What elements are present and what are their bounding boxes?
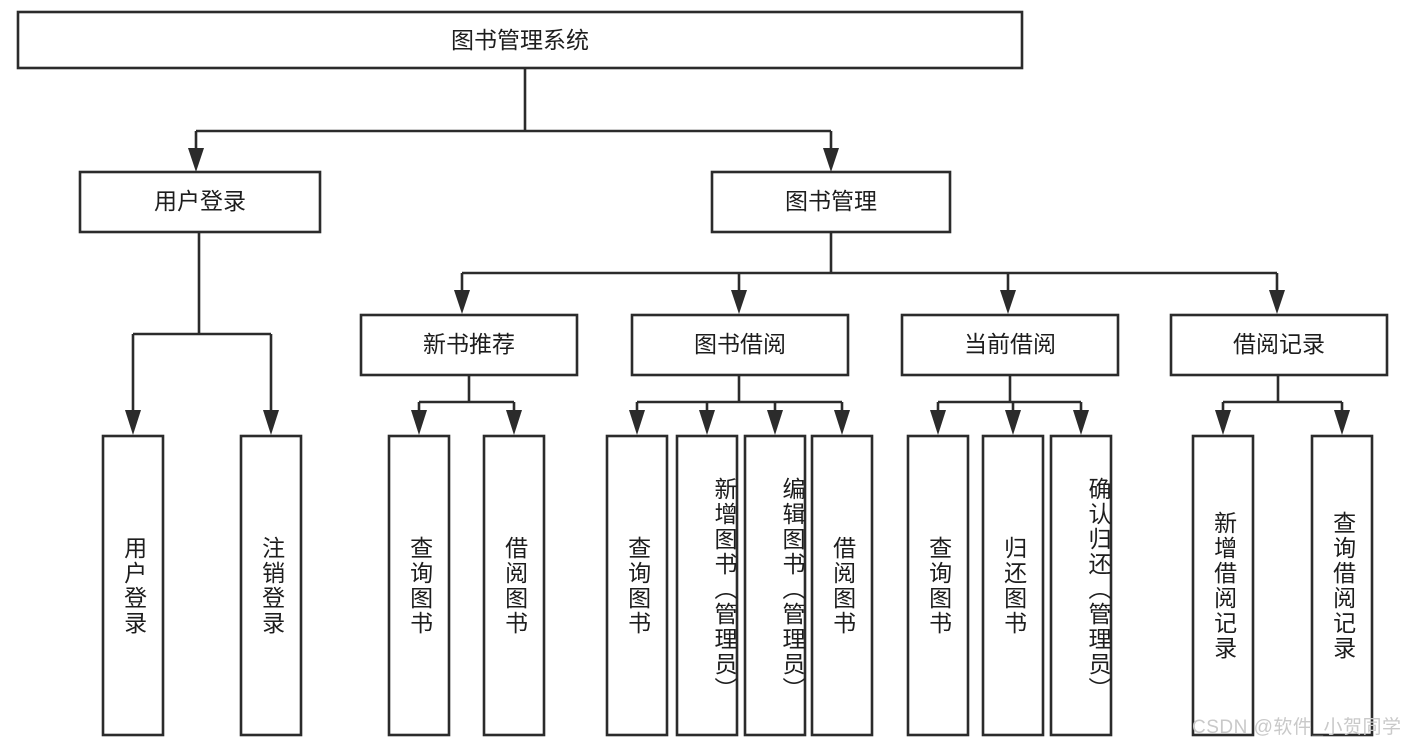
arrow-to-current-borrow bbox=[1000, 290, 1016, 314]
connectors-borrow-record-to-leaves bbox=[1215, 375, 1350, 435]
node-user-login-label: 用户登录 bbox=[154, 188, 246, 214]
connectors-book-borrow-to-leaves bbox=[629, 375, 850, 435]
leaf-box-user-login[interactable] bbox=[101, 434, 165, 737]
node-user-login[interactable]: 用户登录 bbox=[78, 170, 322, 234]
node-current-borrow[interactable]: 当前借阅 bbox=[900, 313, 1120, 377]
leaf-box-add-book[interactable] bbox=[675, 434, 739, 737]
arrow-to-leaf-query-book-1 bbox=[411, 410, 427, 435]
arrow-to-leaf-user-login bbox=[125, 410, 141, 435]
leaf-box-return-book[interactable] bbox=[981, 434, 1045, 737]
leaf-label-add-record: 新增借阅记录 bbox=[1210, 510, 1237, 661]
node-new-book-rec-label: 新书推荐 bbox=[423, 331, 515, 357]
node-borrow-record-label: 借阅记录 bbox=[1233, 331, 1325, 357]
arrow-to-new-book-rec bbox=[454, 290, 470, 314]
leaf-box-add-record[interactable] bbox=[1191, 434, 1255, 737]
leaf-box-logout-login[interactable] bbox=[239, 434, 303, 737]
arrow-to-leaf-borrow-book-2 bbox=[834, 410, 850, 435]
leaf-label-borrow-book-2: 借阅图书 bbox=[829, 535, 856, 636]
node-root-box[interactable] bbox=[16, 10, 1024, 70]
node-user-login-box[interactable] bbox=[78, 170, 322, 234]
node-root[interactable]: 图书管理系统 bbox=[16, 10, 1024, 70]
arrow-to-leaf-borrow-book-1 bbox=[506, 410, 522, 435]
node-current-borrow-box[interactable] bbox=[900, 313, 1120, 377]
connectors-user-login-to-leaves bbox=[125, 232, 279, 435]
leaf-label-query-book-1: 查询图书 bbox=[406, 535, 433, 636]
arrow-to-leaf-return-book bbox=[1005, 410, 1021, 435]
leaf-box-query-book-3[interactable] bbox=[906, 434, 970, 737]
node-book-manage[interactable]: 图书管理 bbox=[710, 170, 952, 234]
arrow-to-leaf-query-record bbox=[1334, 410, 1350, 435]
arrow-to-leaf-query-book-3 bbox=[930, 410, 946, 435]
arrow-to-leaf-confirm-return bbox=[1073, 410, 1089, 435]
leaf-label-query-record: 查询借阅记录 bbox=[1329, 510, 1356, 661]
connectors-new-book-rec-to-leaves bbox=[411, 375, 522, 435]
leaf-label-confirm-return: 确认归还（管理员） bbox=[1085, 477, 1111, 702]
connectors-root-to-level2 bbox=[188, 68, 839, 172]
node-borrow-record-box[interactable] bbox=[1169, 313, 1389, 377]
node-book-manage-label: 图书管理 bbox=[785, 188, 877, 214]
leaf-label-user-login: 用户登录 bbox=[120, 535, 147, 636]
arrow-to-leaf-edit-book bbox=[767, 410, 783, 435]
node-book-manage-box[interactable] bbox=[710, 170, 952, 234]
leaf-box-confirm-return[interactable] bbox=[1049, 434, 1113, 737]
node-new-book-rec-box[interactable] bbox=[359, 313, 579, 377]
arrow-to-user-login bbox=[188, 148, 204, 172]
node-book-borrow-box[interactable] bbox=[630, 313, 850, 377]
leaf-label-borrow-book-1: 借阅图书 bbox=[501, 535, 528, 636]
node-current-borrow-label: 当前借阅 bbox=[964, 331, 1056, 357]
arrow-to-leaf-add-record bbox=[1215, 410, 1231, 435]
leaf-label-return-book: 归还图书 bbox=[1000, 535, 1027, 636]
arrow-to-leaf-query-book-2 bbox=[629, 410, 645, 435]
arrow-to-leaf-add-book bbox=[699, 410, 715, 435]
node-book-borrow-label: 图书借阅 bbox=[694, 331, 786, 357]
leaf-box-query-book-1[interactable] bbox=[387, 434, 451, 737]
leaf-box-query-record[interactable] bbox=[1310, 434, 1374, 737]
leaf-label-add-book: 新增图书（管理员） bbox=[711, 477, 737, 702]
arrow-to-book-borrow bbox=[731, 290, 747, 314]
arrow-to-borrow-record bbox=[1269, 290, 1285, 314]
connectors-book-manage-to-level3 bbox=[454, 232, 1285, 314]
leaf-box-edit-book[interactable] bbox=[743, 434, 807, 737]
connectors-current-borrow-to-leaves bbox=[930, 375, 1089, 435]
node-book-borrow[interactable]: 图书借阅 bbox=[630, 313, 850, 377]
leaf-label-query-book-3: 查询图书 bbox=[925, 535, 952, 636]
csdn-watermark: CSDN @软件_小贺同学 bbox=[1192, 717, 1402, 738]
leaf-label-query-book-2: 查询图书 bbox=[624, 535, 651, 636]
leaf-label-edit-book: 编辑图书（管理员） bbox=[779, 477, 805, 702]
leaf-box-borrow-book-1[interactable] bbox=[482, 434, 546, 737]
arrow-to-leaf-logout-login bbox=[263, 410, 279, 435]
node-root-label: 图书管理系统 bbox=[451, 27, 589, 53]
node-new-book-rec[interactable]: 新书推荐 bbox=[359, 313, 579, 377]
node-borrow-record[interactable]: 借阅记录 bbox=[1169, 313, 1389, 377]
arrow-to-book-manage bbox=[823, 148, 839, 172]
leaf-box-borrow-book-2[interactable] bbox=[810, 434, 874, 737]
leaf-label-logout-login: 注销登录 bbox=[258, 535, 285, 636]
leaf-box-query-book-2[interactable] bbox=[605, 434, 669, 737]
